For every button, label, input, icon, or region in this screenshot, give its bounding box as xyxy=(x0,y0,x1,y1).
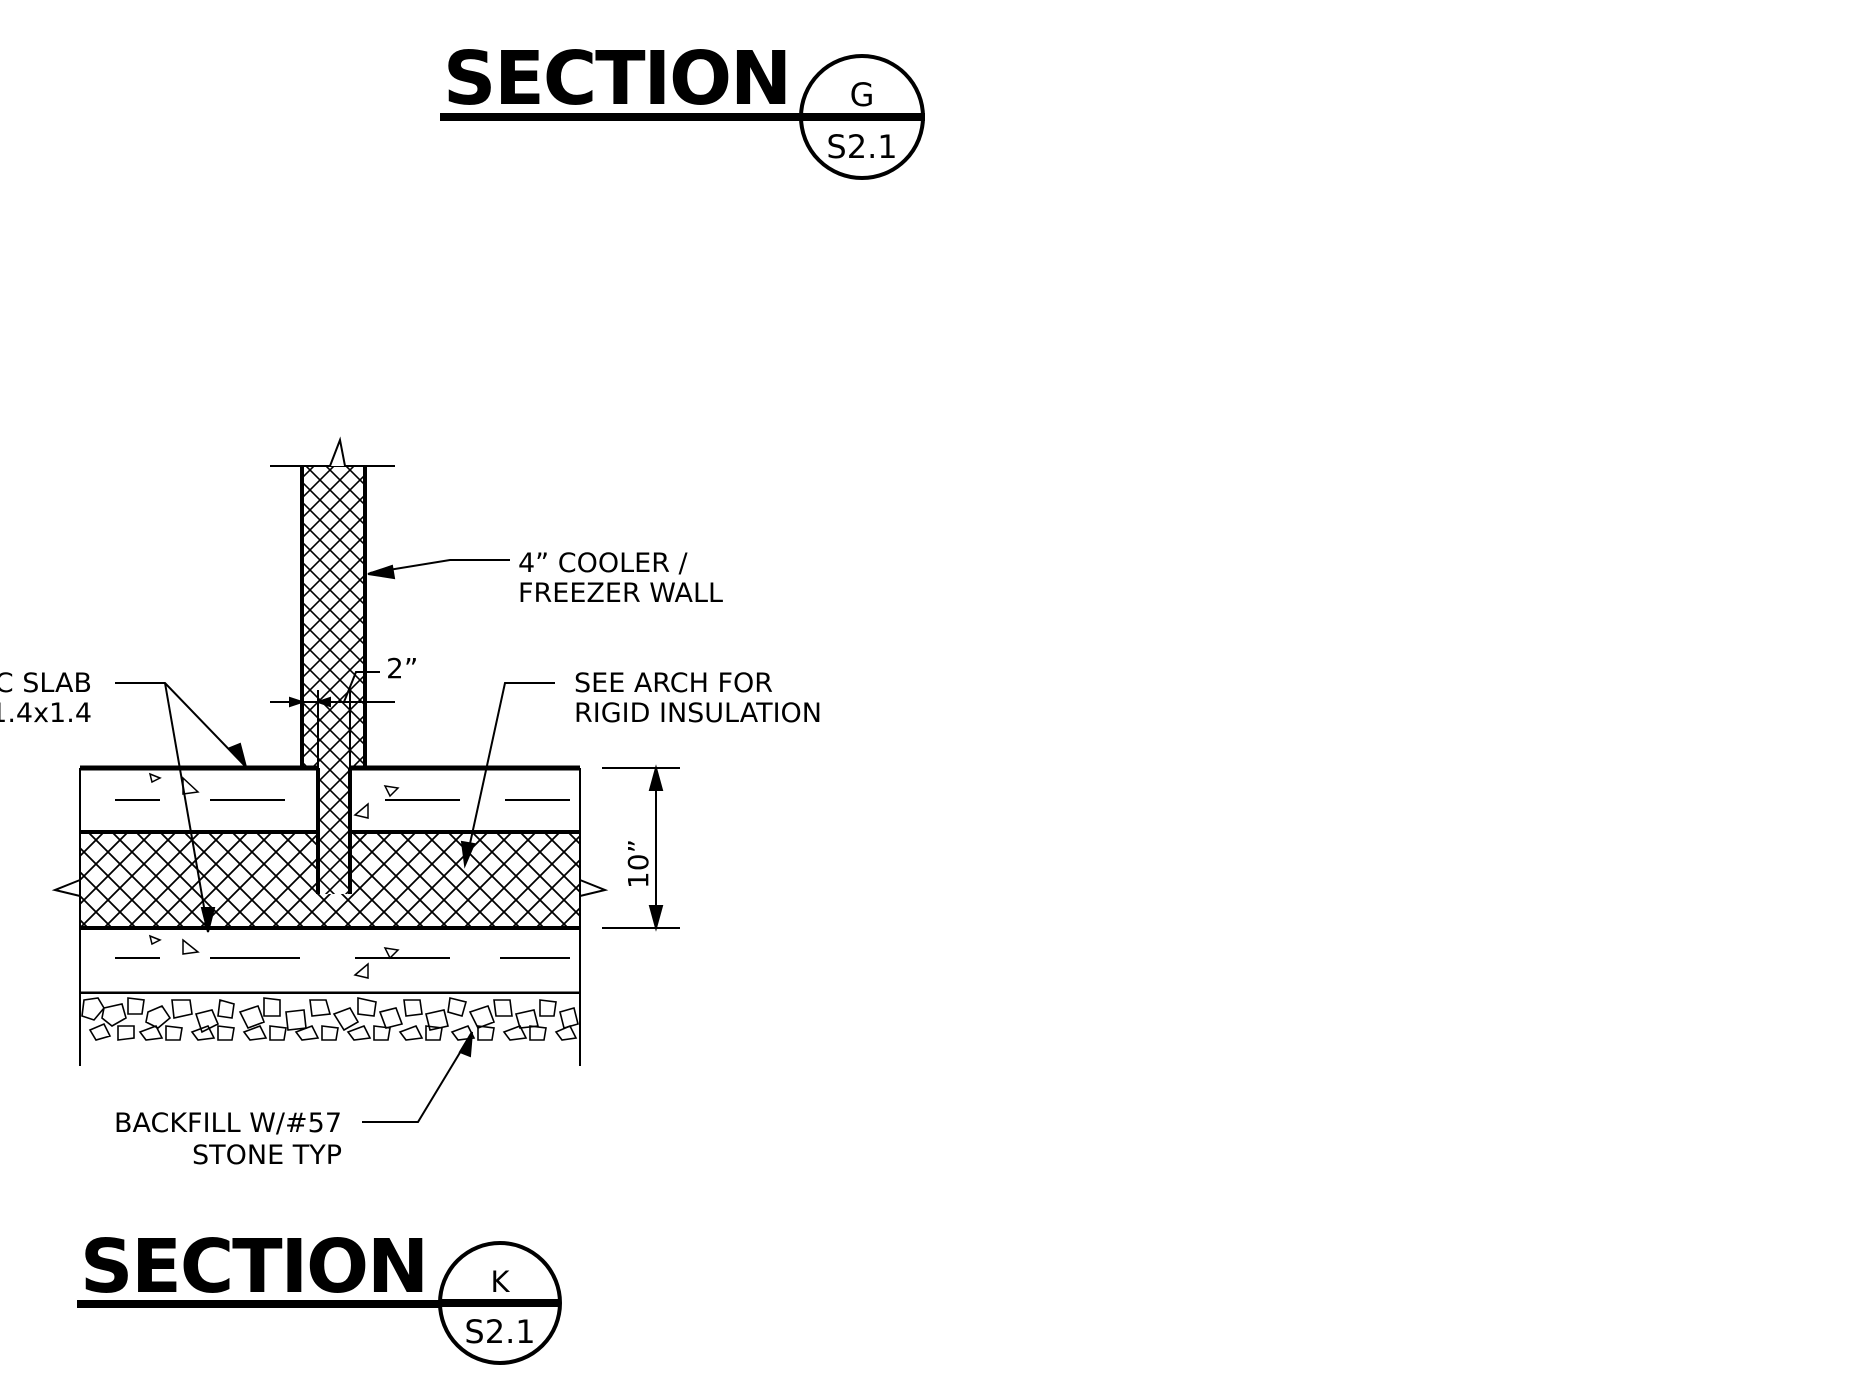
section-k-title: SECTION xyxy=(80,1224,427,1310)
stone-backfill xyxy=(79,768,581,1066)
lower-slab xyxy=(80,934,580,997)
wall-note-line2: FREEZER WALL xyxy=(518,578,723,609)
leader-lines xyxy=(115,559,555,1123)
insulation-note-line1: SEE ARCH FOR xyxy=(574,668,773,699)
section-k-sheet: S2.1 xyxy=(464,1313,535,1351)
depth-dimension xyxy=(602,764,680,932)
joint-dim-label: 2” xyxy=(386,652,418,685)
section-g-letter: G xyxy=(850,76,875,114)
break-line xyxy=(329,436,350,467)
slab-note-line2: 1.4x1.4 xyxy=(0,698,92,729)
slab-note-line1: C SLAB xyxy=(0,668,92,699)
slab-detail: 2” 10” xyxy=(51,436,680,1123)
notes: 4” COOLER / FREEZER WALL C SLAB 1.4x1.4 … xyxy=(0,548,822,1171)
section-g-title: SECTION xyxy=(443,36,790,122)
section-k-title-block: SECTION K S2.1 xyxy=(77,1224,562,1365)
cooler-wall xyxy=(270,436,395,768)
backfill-note-line2: STONE TYP xyxy=(192,1140,342,1171)
section-g-sheet: S2.1 xyxy=(826,128,897,166)
section-k-letter: K xyxy=(490,1265,510,1299)
wall-slab-insert xyxy=(318,768,350,894)
joint-dimension xyxy=(270,671,395,768)
section-g-title-block: SECTION G S2.1 xyxy=(440,36,925,180)
backfill-note-line1: BACKFILL W/#57 xyxy=(114,1108,342,1139)
depth-dim-label: 10” xyxy=(622,839,655,889)
insulation-note-line2: RIGID INSULATION xyxy=(574,698,822,729)
wall-note-line1: 4” COOLER / xyxy=(518,548,689,579)
